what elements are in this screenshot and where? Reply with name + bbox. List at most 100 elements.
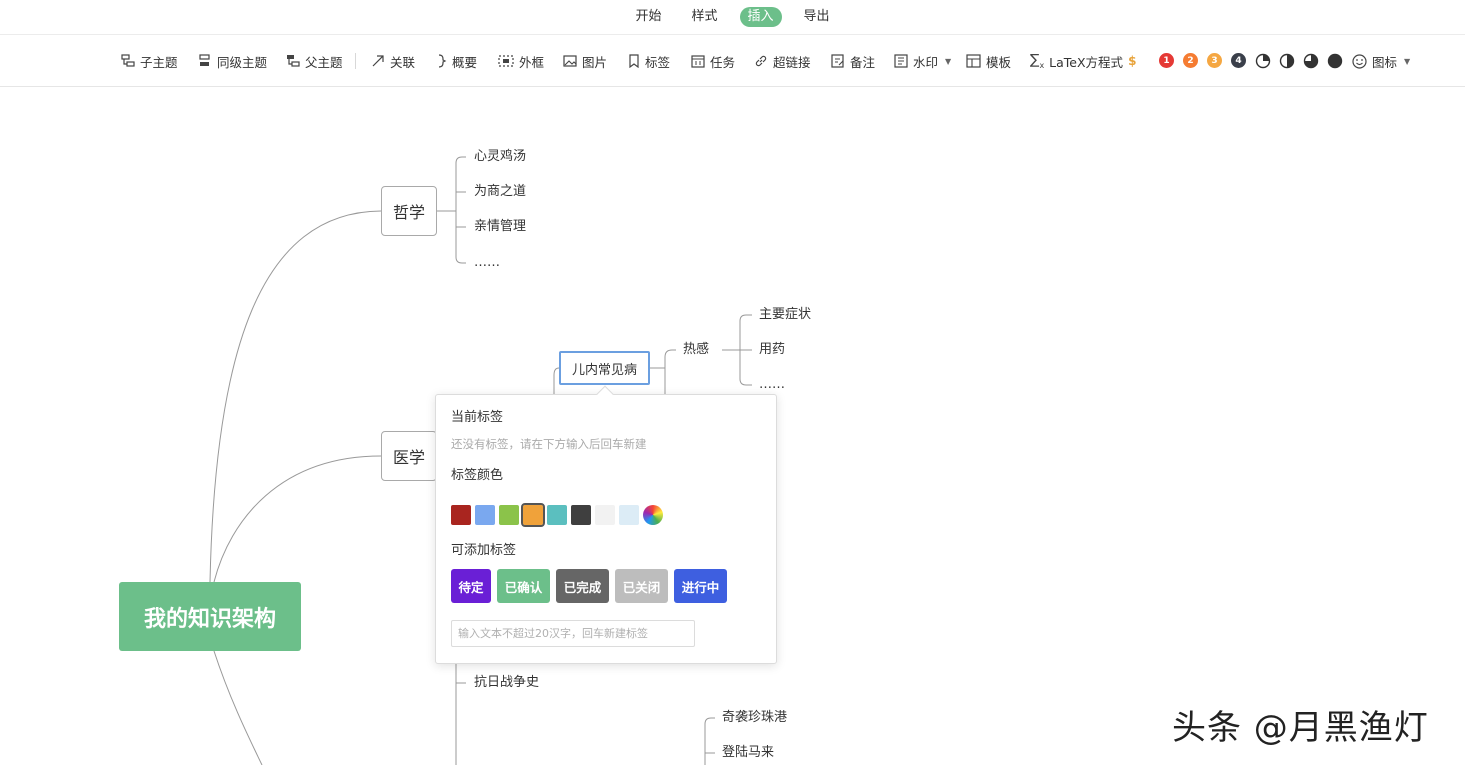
root-topic[interactable]: 我的知识架构 xyxy=(119,582,301,651)
child-topic-label: 子主题 xyxy=(140,54,178,70)
template-label: 模板 xyxy=(986,54,1012,70)
topic-selected-pediatrics[interactable]: 儿内常见病 xyxy=(559,351,650,385)
topic-philosophy-child-3[interactable]: 亲情管理 xyxy=(474,219,527,234)
template-button[interactable]: 模板 xyxy=(966,36,1011,86)
progress-full-icon[interactable] xyxy=(1327,53,1343,69)
task-button[interactable]: 任务 xyxy=(691,36,735,86)
boundary-button[interactable]: 外框 xyxy=(498,36,544,86)
tag-color-swatch[interactable] xyxy=(595,505,615,525)
tag-confirmed-button[interactable]: 已确认 xyxy=(497,569,550,603)
tag-color-swatch[interactable] xyxy=(547,505,567,525)
topic-fever-child-1[interactable]: 主要症状 xyxy=(759,307,812,322)
tab-style[interactable]: 样式 xyxy=(691,9,718,24)
topic-philosophy[interactable]: 哲学 xyxy=(381,186,437,236)
relation-label: 关联 xyxy=(390,54,416,70)
topic-history-item[interactable]: 抗日战争史 xyxy=(474,675,540,690)
tag-color-swatch[interactable] xyxy=(521,503,545,527)
progress-half-icon[interactable] xyxy=(1279,53,1295,69)
child-topic-icon xyxy=(121,54,135,67)
latex-label: LaTeX方程式 xyxy=(1049,54,1124,70)
boundary-label: 外框 xyxy=(519,54,545,70)
sibling-topic-icon xyxy=(199,54,210,66)
topic-fever-child-3[interactable]: …… xyxy=(759,377,785,392)
current-tags-title: 当前标签 xyxy=(451,410,504,425)
premium-coin-icon: $ xyxy=(1128,54,1137,68)
new-tag-input[interactable] xyxy=(451,620,695,647)
relation-button[interactable]: 关联 xyxy=(371,36,415,86)
image-button[interactable]: 图片 xyxy=(563,36,607,86)
tag-color-swatch[interactable] xyxy=(619,505,639,525)
progress-quarter-icon[interactable] xyxy=(1255,53,1271,69)
priority-2-icon[interactable]: 2 xyxy=(1183,53,1198,68)
watermark-text: 头条 @月黑渔灯 xyxy=(1172,708,1429,748)
image-icon xyxy=(563,55,577,67)
note-button[interactable]: 备注 xyxy=(831,36,875,86)
priority-4-icon[interactable]: 4 xyxy=(1231,53,1246,68)
tag-color-title: 标签颜色 xyxy=(451,468,504,483)
top-menu-bar: 开始 样式 插入 导出 xyxy=(0,0,1465,35)
tag-color-swatch[interactable] xyxy=(475,505,495,525)
topic-ww2-item-1[interactable]: 奇袭珍珠港 xyxy=(722,710,788,725)
tag-popup: 当前标签 还没有标签，请在下方输入后回车新建 标签颜色 可添加标签 待定 已确认… xyxy=(435,385,777,664)
tab-start[interactable]: 开始 xyxy=(635,9,662,24)
watermark-dropdown-icon: ▼ xyxy=(945,56,952,66)
parent-topic-label: 父主题 xyxy=(305,54,343,70)
parent-topic-icon xyxy=(287,55,300,67)
note-icon xyxy=(831,54,844,68)
hyperlink-button[interactable]: 超链接 xyxy=(754,36,811,86)
sigma-icon: ∑x xyxy=(1030,51,1045,70)
topic-ww2-item-2[interactable]: 登陆马来 xyxy=(722,745,775,760)
no-tags-hint: 还没有标签，请在下方输入后回车新建 xyxy=(451,437,647,451)
image-label: 图片 xyxy=(582,54,608,70)
tag-button[interactable]: 标签 xyxy=(628,36,670,86)
progress-three-quarter-icon[interactable] xyxy=(1303,53,1319,69)
sibling-topic-label: 同级主题 xyxy=(217,54,268,70)
calendar-icon xyxy=(691,55,705,68)
tag-color-swatch[interactable] xyxy=(571,505,591,525)
boundary-icon xyxy=(498,55,514,67)
task-label: 任务 xyxy=(710,54,736,70)
smiley-icon xyxy=(1352,53,1367,69)
icon-label: 图标 xyxy=(1372,54,1398,70)
hyperlink-label: 超链接 xyxy=(773,54,811,70)
custom-color-picker[interactable] xyxy=(643,505,663,525)
summary-label: 概要 xyxy=(452,54,478,70)
latex-button[interactable]: ∑x LaTeX方程式 $ xyxy=(1030,36,1136,86)
tag-pending-button[interactable]: 待定 xyxy=(451,569,491,603)
insert-toolbar: 子主题 同级主题 父主题 关联 概要 外框 图片 标签 xyxy=(0,36,1465,87)
topic-fever[interactable]: 热感 xyxy=(683,342,710,357)
toolbar-divider xyxy=(355,53,356,69)
parent-topic-button[interactable]: 父主题 xyxy=(286,36,343,86)
priority-1-icon[interactable]: 1 xyxy=(1159,53,1174,68)
note-label: 备注 xyxy=(850,54,876,70)
bookmark-icon xyxy=(629,54,639,68)
topic-philosophy-child-1[interactable]: 心灵鸡汤 xyxy=(474,149,527,164)
summary-brace-icon xyxy=(438,54,447,68)
child-topic-button[interactable]: 子主题 xyxy=(121,36,178,86)
topic-philosophy-child-4[interactable]: …… xyxy=(474,255,500,270)
watermark-button[interactable]: 水印 ▼ xyxy=(894,36,951,86)
topic-fever-child-2[interactable]: 用药 xyxy=(759,342,786,357)
addable-tags-title: 可添加标签 xyxy=(451,543,517,558)
tab-export[interactable]: 导出 xyxy=(803,9,830,24)
link-icon xyxy=(755,55,767,67)
tag-closed-button[interactable]: 已关闭 xyxy=(615,569,668,603)
watermark-icon xyxy=(894,54,908,68)
tag-color-swatch[interactable] xyxy=(451,505,471,525)
icon-button[interactable]: 图标 ▼ xyxy=(1352,36,1410,86)
icon-dropdown-icon: ▼ xyxy=(1404,56,1411,66)
topic-medicine[interactable]: 医学 xyxy=(381,431,437,481)
priority-3-icon[interactable]: 3 xyxy=(1207,53,1222,68)
tab-insert[interactable]: 插入 xyxy=(739,7,782,27)
relation-arrow-icon xyxy=(372,55,384,67)
topic-philosophy-child-2[interactable]: 为商之道 xyxy=(474,184,527,199)
tag-color-swatch[interactable] xyxy=(499,505,519,525)
tag-in-progress-button[interactable]: 进行中 xyxy=(674,569,727,603)
template-icon xyxy=(966,54,981,68)
summary-button[interactable]: 概要 xyxy=(437,36,477,86)
tag-completed-button[interactable]: 已完成 xyxy=(556,569,609,603)
watermark-label: 水印 xyxy=(913,54,939,70)
tag-label: 标签 xyxy=(645,54,671,70)
sibling-topic-button[interactable]: 同级主题 xyxy=(198,36,267,86)
